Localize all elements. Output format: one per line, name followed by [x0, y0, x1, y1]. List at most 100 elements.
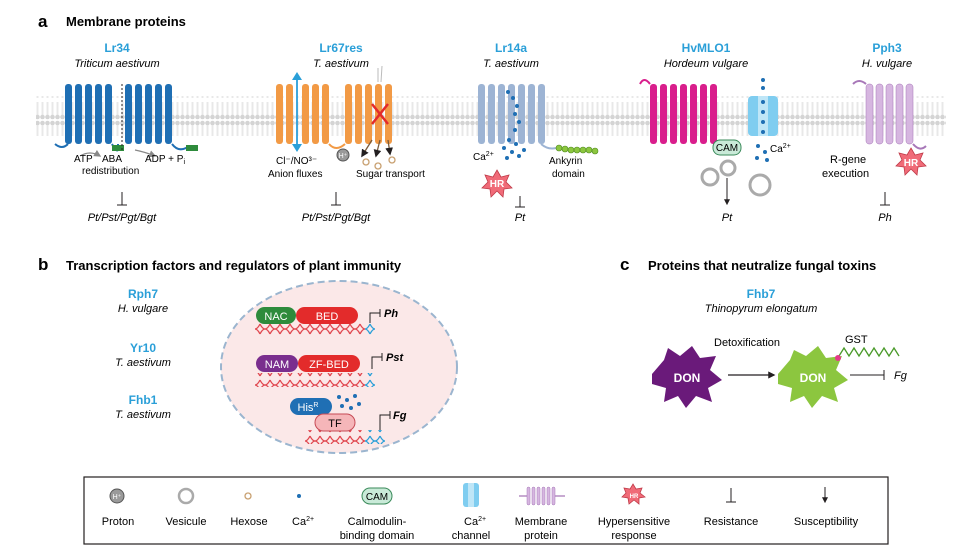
- tf-target-fg: Fg: [393, 410, 407, 422]
- hr-star-icon: [621, 483, 646, 505]
- legend-calcium: Ca2+: [292, 494, 314, 528]
- protein-species: T. aestivum: [483, 58, 539, 70]
- don-label-right: DON: [800, 371, 827, 385]
- lr14a-protein: [478, 84, 599, 198]
- legend-susceptibility: Susceptibility: [794, 487, 859, 528]
- pph3-rgene-2: execution: [822, 168, 869, 180]
- lr34-aba: ABA: [102, 154, 122, 165]
- lr14-hr-label: HR: [490, 179, 505, 190]
- lr14-target: Pt: [515, 212, 526, 224]
- tf-species: T. aestivum: [115, 409, 171, 421]
- lr14-resistance-symbol: [515, 196, 525, 208]
- pph3-target: Ph: [878, 212, 891, 224]
- panel-a-title: Membrane proteins: [66, 14, 186, 29]
- pph3-protein: [852, 80, 927, 176]
- vesicule-icon: [177, 487, 195, 505]
- cam-icon-label: CAM: [366, 492, 388, 503]
- tf-species: T. aestivum: [115, 357, 171, 369]
- calcium-icon: [297, 494, 301, 498]
- hvmlo-cam: CAM: [716, 143, 738, 154]
- legend-label: Hexose: [230, 516, 267, 528]
- hvmlo-target: Pt: [722, 212, 733, 224]
- legend-resistance: Resistance: [704, 488, 758, 528]
- header-lr34: Lr34 Triticum aestivum: [74, 41, 159, 70]
- hvmlo1-protein: [639, 78, 778, 206]
- lr67-resistance-symbol: [331, 192, 341, 206]
- lr67-anion: Cl⁻/NO³⁻: [276, 156, 317, 167]
- gst-label: GST: [845, 334, 868, 346]
- tf-row-his-tf: [290, 394, 391, 444]
- lr34-adp: ADP + Pi: [145, 154, 185, 166]
- tf-target-pst: Pst: [386, 352, 404, 364]
- lr34-redistribution: redistribution: [82, 166, 139, 177]
- fhb7-name: Fhb7: [747, 287, 776, 301]
- panel-b-letter: b: [38, 255, 48, 274]
- lr34-target: Pt/Pst/Pgt/Bgt: [88, 212, 157, 224]
- don-detoxified-star: [778, 346, 848, 408]
- legend-label: Vesicule: [166, 516, 207, 528]
- legend-label: Membrane: [515, 516, 568, 528]
- tf-his: HisR: [298, 402, 319, 414]
- tf-nac: NAC: [264, 311, 287, 323]
- protein-name: Lr14a: [495, 41, 527, 55]
- proton-icon-label: H⁺: [113, 494, 122, 501]
- tf-tf: TF: [328, 418, 342, 430]
- protein-name: Lr34: [104, 41, 130, 55]
- legend-label: Calmodulin-: [348, 516, 407, 528]
- protein-species: Hordeum vulgare: [664, 58, 748, 70]
- tf-target-ph: Ph: [384, 308, 398, 320]
- lr14-ankyrin-1: Ankyrin: [549, 156, 582, 167]
- detox-label: Detoxification: [714, 337, 780, 349]
- tf-row-nac-bed: [255, 307, 381, 336]
- protein-species: H. vulgare: [862, 58, 912, 70]
- protein-name: Pph3: [872, 41, 902, 55]
- tf-name: Rph7: [128, 287, 158, 301]
- lr34-resistance-symbol: [117, 192, 127, 206]
- fhb7-species: Thinopyrum elongatum: [705, 303, 818, 315]
- header-pph3: Pph3 H. vulgare: [862, 41, 912, 70]
- legend-box: [83, 476, 889, 545]
- legend-label: Resistance: [704, 516, 758, 528]
- legend-cam: CAM Calmodulin- binding domain: [340, 487, 414, 542]
- don-label-left: DON: [674, 371, 701, 385]
- pph3-hr-label: HR: [904, 158, 919, 169]
- gst-chain: [838, 346, 900, 358]
- protein-species: T. aestivum: [313, 58, 369, 70]
- tf-bed: BED: [316, 311, 339, 323]
- ca-channel-pore: [468, 483, 474, 507]
- panel-c-title: Proteins that neutralize fungal toxins: [648, 258, 876, 273]
- header-lr67res: Lr67res T. aestivum: [313, 41, 369, 70]
- legend-label: Ca2+: [292, 516, 314, 528]
- proton-icon: [109, 488, 125, 504]
- legend-label: response: [611, 530, 656, 542]
- lr34-protein: [54, 84, 198, 158]
- tf-name: Fhb1: [129, 393, 158, 407]
- don-toxin-star: [652, 346, 722, 408]
- lr67-sugar: Sugar transport: [356, 169, 425, 180]
- fhb7-target: Fg: [894, 370, 908, 382]
- pph3-rgene-1: R-gene: [830, 154, 866, 166]
- gst-attachment: [835, 355, 841, 361]
- protein-name: Lr67res: [319, 41, 363, 55]
- fhb7-resistance-symbol: [850, 370, 885, 380]
- lr67-target: Pt/Pst/Pgt/Bgt: [302, 212, 371, 224]
- tf-nam: NAM: [265, 359, 289, 371]
- legend-label: Susceptibility: [794, 516, 859, 528]
- tf-species: H. vulgare: [118, 303, 168, 315]
- legend-label: Hypersensitive: [598, 516, 670, 528]
- tf-row-nam-zfbed: [255, 353, 383, 387]
- panel-c-letter: c: [620, 255, 629, 274]
- legend-ca-channel: Ca2+ channel: [452, 483, 491, 542]
- panel-b-title: Transcription factors and regulators of …: [66, 258, 402, 273]
- lr14-ankyrin-2: domain: [552, 169, 585, 180]
- panel-b-gene-list: Rph7 H. vulgare Yr10 T. aestivum Fhb1 T.…: [115, 287, 171, 421]
- cam-icon: [361, 487, 393, 505]
- legend-label: channel: [452, 530, 491, 542]
- protein-species: Triticum aestivum: [74, 58, 159, 70]
- protein-name: HvMLO1: [682, 41, 731, 55]
- tf-name: Yr10: [130, 341, 156, 355]
- lr67-proton-label: H⁺: [339, 153, 348, 160]
- lr34-atp: ATP: [74, 154, 93, 165]
- legend-membrane-protein: Membrane protein: [515, 486, 568, 542]
